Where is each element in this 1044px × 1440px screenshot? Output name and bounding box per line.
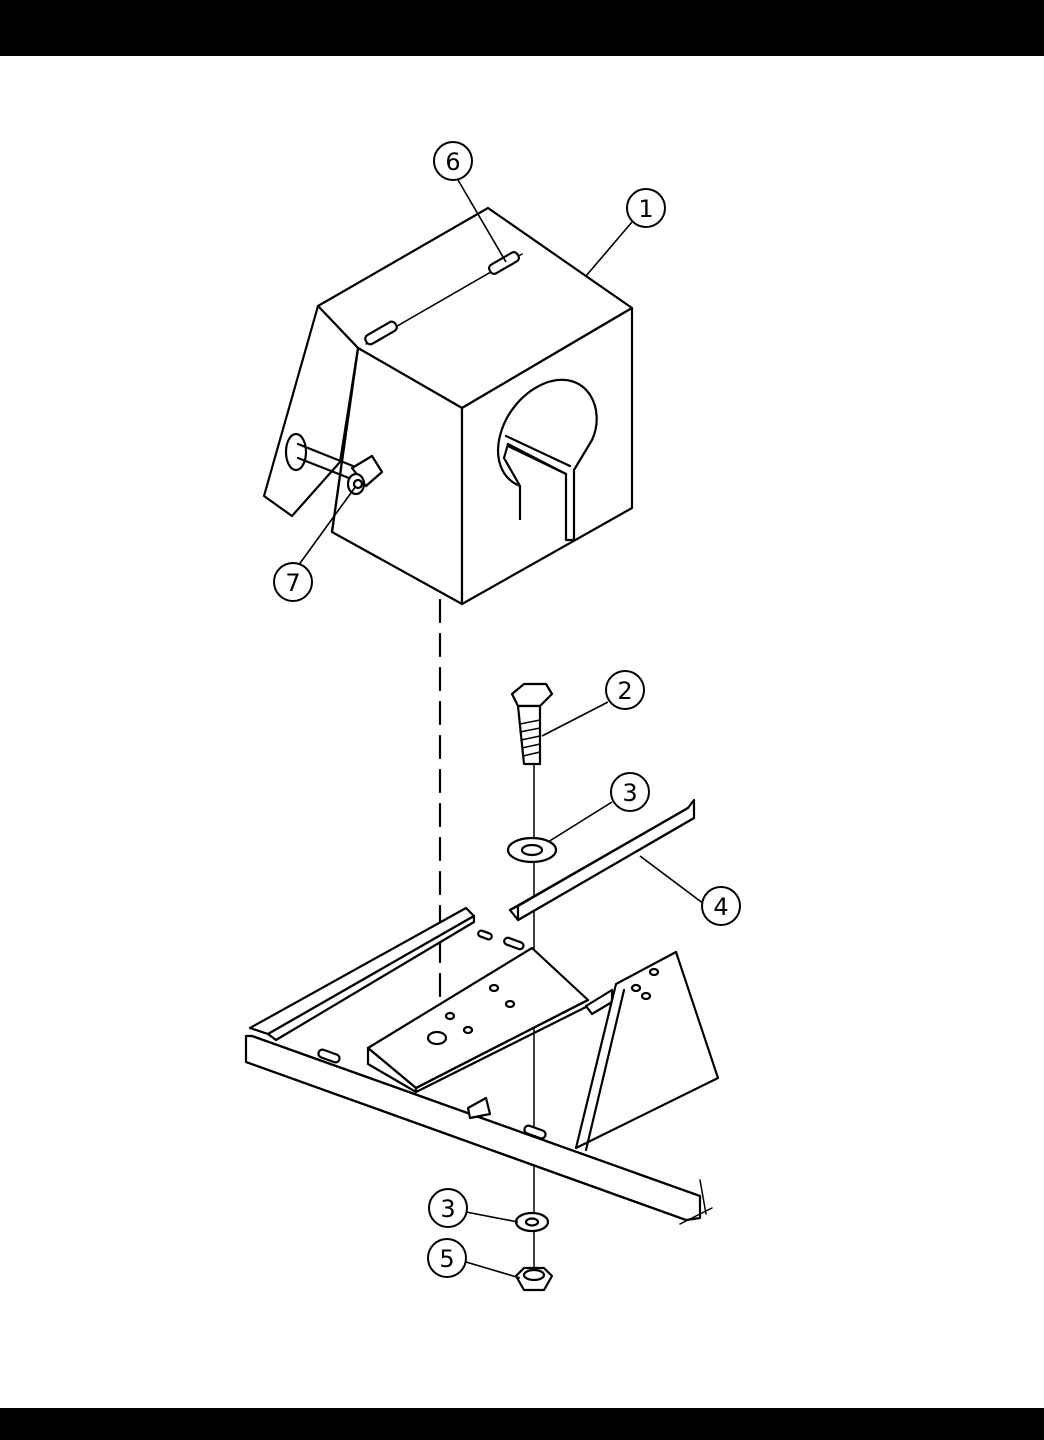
cover-hood	[264, 208, 632, 604]
svg-text:7: 7	[285, 569, 300, 597]
svg-text:3: 3	[440, 1195, 455, 1223]
washer-lower	[516, 1213, 548, 1231]
callout-3-lower: 3	[429, 1189, 467, 1227]
leader-3b	[466, 1212, 518, 1222]
callout-5: 5	[428, 1239, 466, 1277]
svg-text:6: 6	[445, 148, 460, 176]
leader-1	[586, 222, 632, 276]
bolt	[512, 684, 552, 764]
callout-1: 1	[627, 189, 665, 227]
callout-6: 6	[434, 142, 472, 180]
svg-text:2: 2	[617, 677, 632, 705]
callout-4: 4	[702, 887, 740, 925]
leader-4	[640, 856, 704, 904]
frame-assembly	[246, 908, 718, 1224]
callout-2: 2	[606, 671, 644, 709]
svg-text:1: 1	[638, 195, 653, 223]
svg-text:4: 4	[713, 893, 728, 921]
leader-5	[466, 1262, 520, 1278]
svg-text:5: 5	[439, 1245, 454, 1273]
callout-7: 7	[274, 563, 312, 601]
svg-text:3: 3	[622, 779, 637, 807]
callout-3-upper: 3	[611, 773, 649, 811]
leader-2	[542, 702, 608, 736]
leader-3a	[548, 802, 612, 842]
hex-nut	[516, 1268, 552, 1290]
